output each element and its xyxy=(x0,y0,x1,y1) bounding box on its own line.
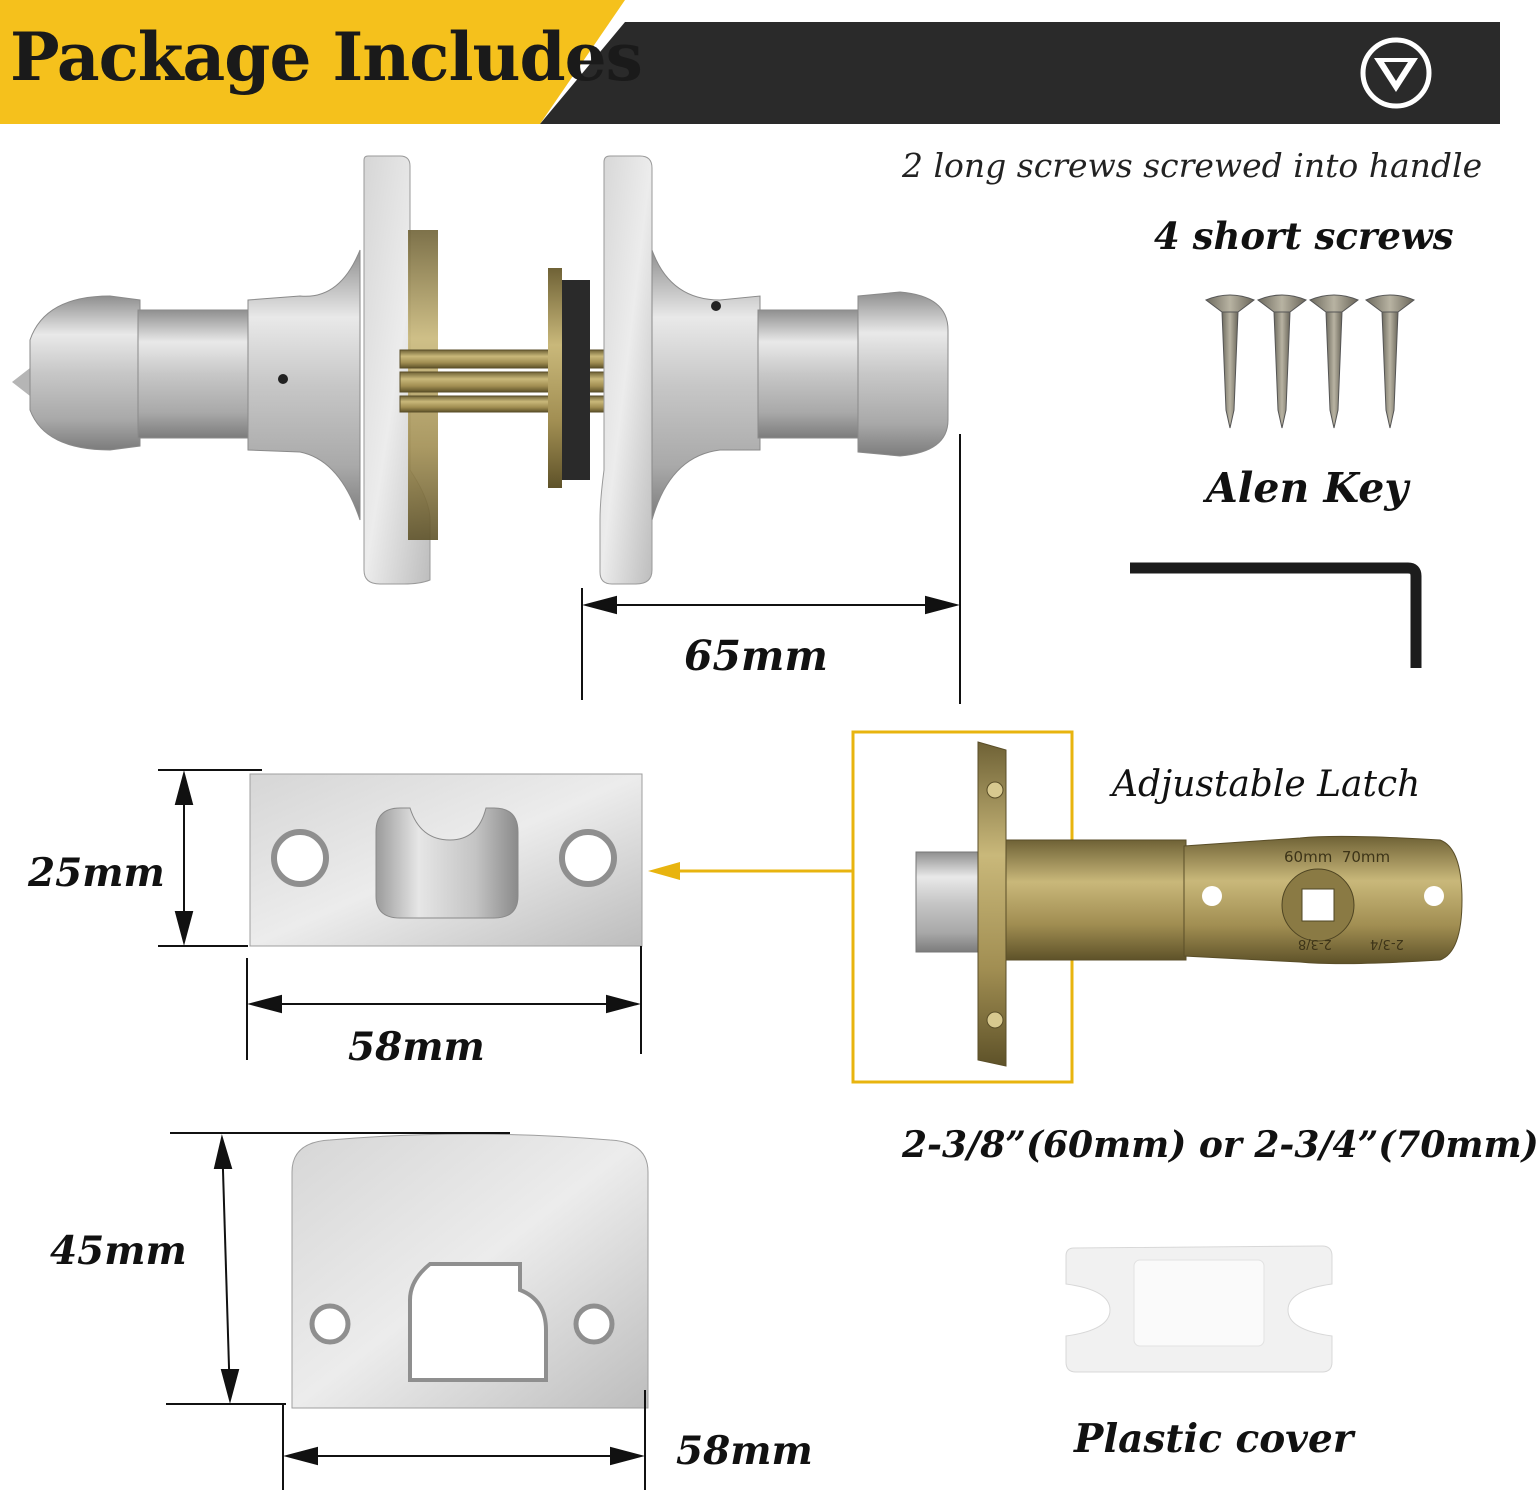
screw-icon xyxy=(1308,294,1360,429)
latch-marking-right: 2-3/4 xyxy=(1370,936,1404,951)
latch-marking-top: 60mm 70mm xyxy=(1284,848,1391,866)
right-rose-plate xyxy=(599,155,653,585)
strike-height-label: 45mm xyxy=(50,1228,187,1274)
right-knob xyxy=(651,249,949,521)
header-dark-bar xyxy=(540,22,1500,124)
faceplate-height-label: 25mm xyxy=(28,850,165,896)
strike-width-label: 58mm xyxy=(676,1428,813,1474)
adjustable-latch xyxy=(915,741,1463,1067)
spindle-mechanism xyxy=(399,230,611,540)
latch-size-label: 2-3/8”(60mm) or 2-3/4”(70mm) xyxy=(902,1124,1539,1166)
latch-faceplate xyxy=(249,773,643,947)
screw-icon xyxy=(1256,294,1308,429)
chevron-down-circle-icon xyxy=(1360,37,1432,109)
header-accent-shape xyxy=(0,0,625,124)
strike-plate xyxy=(291,1133,649,1409)
door-knob-assembly xyxy=(12,155,949,585)
latch-marking-left: 2-3/8 xyxy=(1298,936,1332,951)
alen-key-label: Alen Key xyxy=(1206,464,1409,512)
header-banner xyxy=(0,0,1500,124)
screw-icon xyxy=(1204,294,1256,429)
plastic-cover xyxy=(1065,1245,1333,1373)
callout-arrow xyxy=(648,862,852,880)
short-screws xyxy=(1204,294,1416,429)
short-screws-label: 4 short screws xyxy=(1154,214,1454,258)
page-title: Package Includes xyxy=(10,18,643,96)
faceplate-height-dimension xyxy=(158,769,262,947)
screw-icon xyxy=(1364,294,1416,429)
allen-key-icon xyxy=(1130,562,1422,668)
strike-width-dimension xyxy=(282,1390,646,1490)
faceplate-width-label: 58mm xyxy=(348,1024,485,1070)
left-knob xyxy=(12,249,361,521)
strike-height-dimension xyxy=(166,1132,510,1405)
faceplate-width-dimension xyxy=(246,946,642,1060)
adjustable-latch-label: Adjustable Latch xyxy=(1112,764,1421,805)
handle-width-dimension xyxy=(581,434,961,704)
product-drawings xyxy=(12,155,1463,1490)
handle-width-label: 65mm xyxy=(684,632,828,680)
long-screws-note: 2 long screws screwed into handle xyxy=(902,146,1483,185)
plastic-cover-label: Plastic cover xyxy=(1074,1416,1354,1462)
